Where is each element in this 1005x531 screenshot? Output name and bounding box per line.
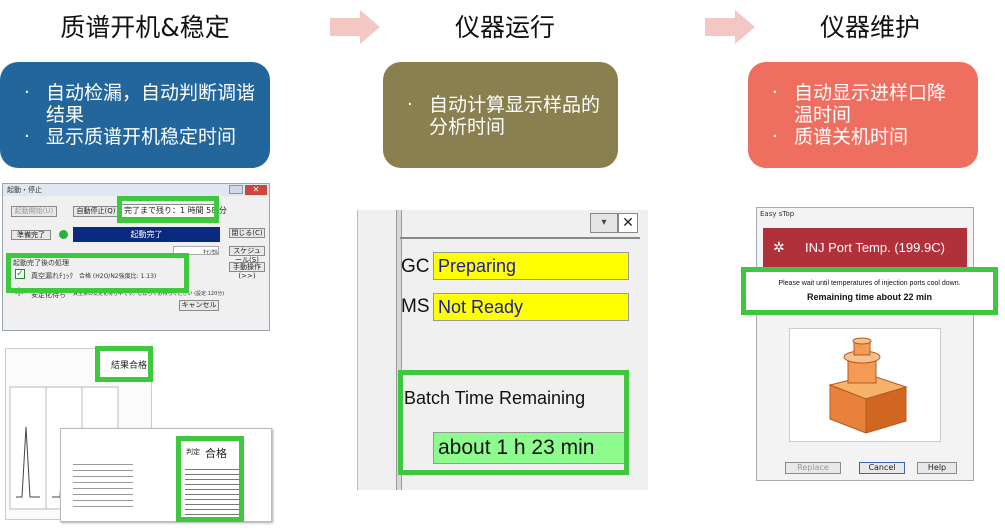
cancel-button[interactable]: キャンセル: [179, 300, 219, 311]
startup-dialog: 起動・停止 ✕ 起動開始(U) 自動停止(Q) 完了まで残り：1 時間 58 分…: [2, 183, 270, 331]
report-lines: [73, 459, 133, 509]
feature-bullet: 质谱关机时间: [772, 126, 964, 148]
toolbar-line: [400, 237, 640, 239]
status-banner: 起動完了: [73, 227, 220, 242]
report-judge-value: 合格: [205, 447, 227, 460]
feature-bullet: 自动检漏，自动判断调谐结果: [24, 82, 256, 126]
check2-result: 真空系の安定化待ち中です。しばらくお待ちください (設定:120分): [73, 291, 225, 297]
report-judge-label: 判定: [186, 448, 200, 456]
injection-port-icon: [828, 337, 908, 434]
highlight-tune-result: 結果 合格: [95, 346, 153, 382]
dropdown-icon[interactable]: ▾: [590, 213, 618, 233]
report-table-lines: [185, 465, 239, 517]
close-button[interactable]: 閉じる(C): [229, 228, 265, 238]
highlight-remaining: [117, 196, 219, 223]
highlight-report-result: 判定 合格: [176, 436, 244, 522]
panel-splitter: [396, 210, 402, 490]
manual-operation-button[interactable]: 手動操作(>>): [229, 262, 265, 280]
spinner-icon: ✲: [773, 240, 785, 256]
column-title-startup: 质谱开机&稳定: [60, 13, 230, 42]
batch-time-field: about 1 h 23 min: [433, 432, 629, 464]
easy-stop-title: Easy sTop: [760, 210, 795, 218]
arrow-right-icon: [705, 10, 755, 44]
tune-result-header2: 合格: [129, 361, 148, 371]
section-label: 起動完了後の処理: [13, 259, 69, 267]
inj-banner: ✲ INJ Port Temp. (199.9C): [763, 228, 967, 270]
batch-time-label: Batch Time Remaining: [404, 388, 586, 408]
remaining-readout: 完了まで残り：1 時間 58 分: [121, 204, 227, 218]
auto-stop-button[interactable]: 自動停止(Q): [73, 206, 119, 217]
close-icon[interactable]: ✕: [618, 213, 638, 233]
cancel-button[interactable]: Cancel: [859, 462, 905, 474]
check1-result: 合格 (H2O/N2強度比: 1.13): [79, 273, 157, 280]
replace-button[interactable]: Replace: [785, 462, 841, 474]
small-field: ｷｬﾝｾﾙ: [173, 246, 219, 256]
inj-banner-text: INJ Port Temp. (199.9C): [805, 240, 945, 255]
start-button[interactable]: 起動開始(U): [11, 206, 57, 217]
batch-panel: ▾ ✕ GC Preparing MS Not Ready Batch Time…: [357, 210, 648, 490]
feature-bullet: 显示质谱开机稳定时间: [24, 126, 256, 148]
column-title-run: 仪器运行: [454, 13, 555, 42]
remaining-value: 1 時間 58 分: [180, 206, 227, 215]
remaining-label: 完了まで残り：: [124, 206, 180, 215]
remaining-time-text: Remaining time about 22 min: [806, 292, 933, 302]
status-indicator-icon: [59, 230, 68, 239]
feature-card-startup: 自动检漏，自动判断调谐结果 显示质谱开机稳定时间: [0, 62, 270, 168]
dialog-titlebar: 起動・停止 ✕: [3, 184, 269, 196]
tune-result-header1: 結果: [111, 361, 130, 371]
arrow-right-icon: [330, 10, 380, 44]
ms-label: MS: [401, 296, 430, 317]
check2-name: 安定化待ち: [31, 291, 66, 299]
dialog-title: 起動・停止: [7, 186, 42, 194]
help-button[interactable]: Help: [917, 462, 957, 474]
schedule-button[interactable]: スケジュール(S): [229, 246, 265, 264]
feature-card-run: 自动计算显示样品的分析时间: [383, 62, 618, 168]
check1-name: 真空漏れﾁｪｯｸ: [31, 272, 73, 280]
gc-status-field: Preparing: [433, 252, 629, 280]
feature-bullet: 自动显示进样口降温时间: [772, 82, 964, 126]
checkbox-icon: ✓: [15, 269, 25, 279]
gc-label: GC: [401, 256, 430, 277]
info-icon[interactable]: [229, 185, 243, 194]
highlight-remaining-time: Please wait until temperatures of inject…: [741, 267, 998, 315]
ms-status-field: Not Ready: [433, 293, 629, 321]
check1-row: ✓ 真空漏れﾁｪｯｸ 合格 (H2O/N2強度比: 1.13): [13, 269, 213, 281]
close-icon[interactable]: ✕: [245, 185, 267, 195]
highlight-batch-time: [398, 370, 629, 475]
feature-bullet: 自动计算显示样品的分析时间: [407, 94, 604, 138]
highlight-check-results: [6, 253, 189, 293]
valve-image: [789, 328, 941, 442]
easy-stop-dialog: Easy sTop ✲ INJ Port Temp. (199.9C) Repl…: [756, 207, 974, 481]
column-title-maintenance: 仪器维护: [819, 13, 920, 42]
ready-status-button: 準備完了: [11, 230, 51, 240]
feature-card-maintenance: 自动显示进样口降温时间 质谱关机时间: [748, 62, 978, 168]
cooldown-message: Please wait until temperatures of inject…: [778, 280, 961, 287]
